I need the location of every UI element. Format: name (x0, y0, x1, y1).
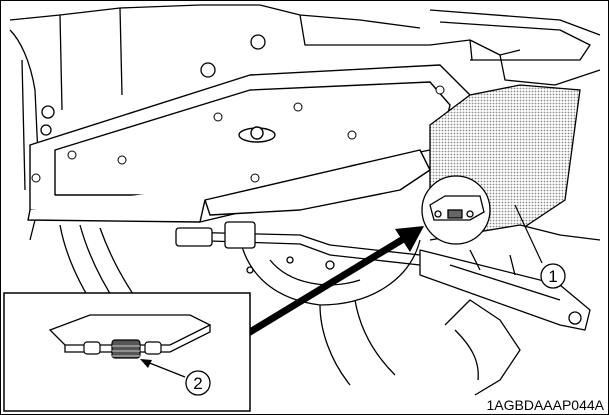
plate-bolts (31, 85, 445, 183)
figure-code: 1AGBDAAAP044A (486, 397, 604, 413)
callout-2-label: 2 (193, 374, 202, 393)
callout-1: 1 (514, 204, 566, 289)
under-cover-plate (27, 64, 471, 223)
background-machinery (9, 4, 601, 241)
callout-1-label: 1 (548, 267, 557, 286)
pointer-arrow (243, 226, 424, 338)
detail-circle (421, 175, 491, 245)
inset-detail-box (3, 292, 251, 412)
callout-2: 2 (185, 370, 211, 396)
